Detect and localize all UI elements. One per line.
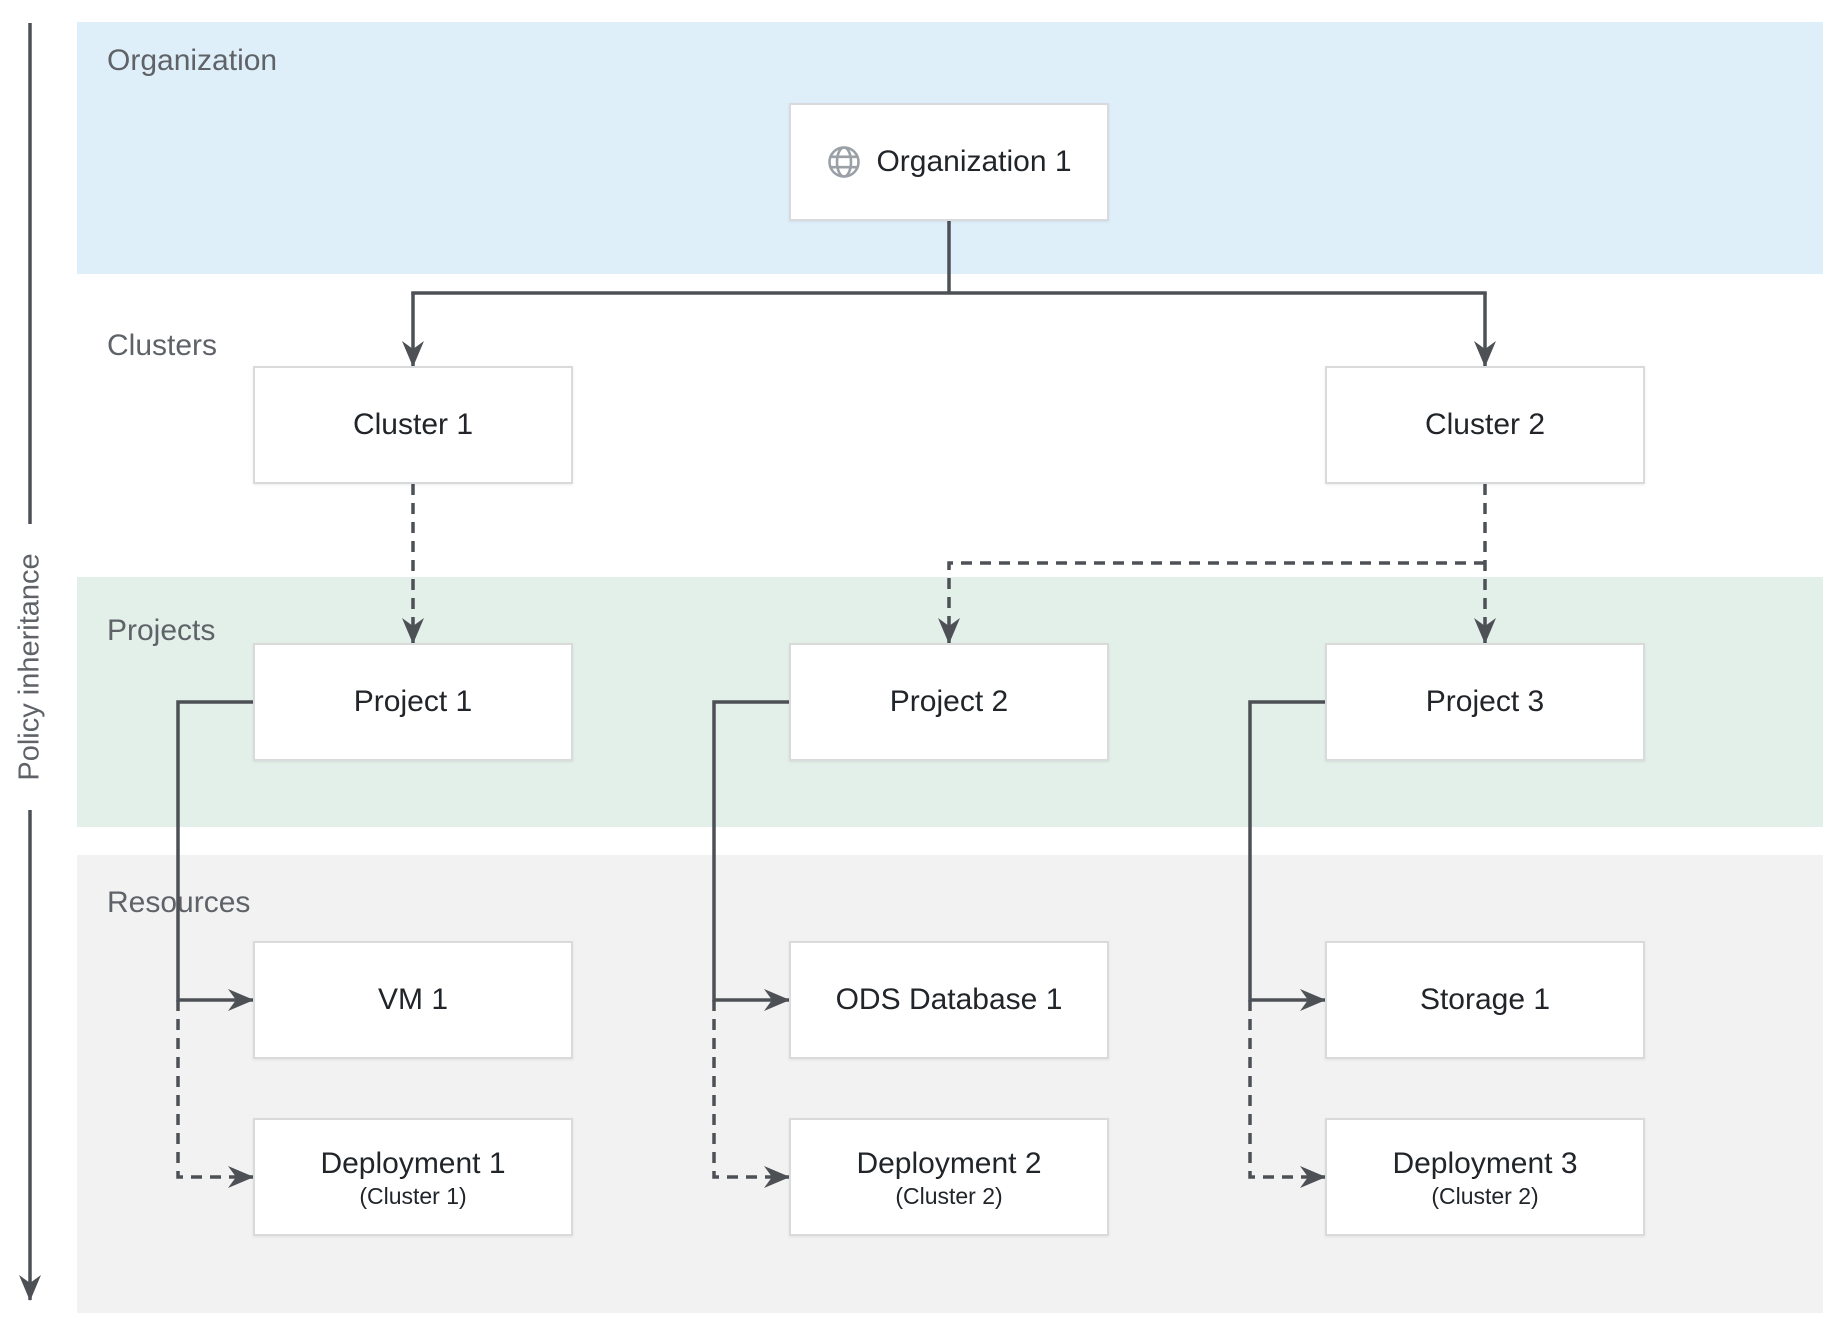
edge-cluster2-project2 xyxy=(938,561,1485,644)
node-deployment-3: Deployment 3 (Cluster 2) xyxy=(1325,1118,1645,1236)
organization-band-label: Organization xyxy=(107,44,278,77)
node-label: ODS Database 1 xyxy=(835,983,1063,1016)
node-cluster-2: Cluster 2 xyxy=(1325,366,1645,484)
edge-project2-ods1 xyxy=(712,700,790,1011)
edge-organization-to-clusters xyxy=(402,221,1496,367)
node-label: Cluster 1 xyxy=(352,408,474,441)
node-deployment-1: Deployment 1 (Cluster 1) xyxy=(253,1118,573,1236)
node-project-1: Project 1 xyxy=(253,643,573,761)
node-label: Cluster 2 xyxy=(1424,408,1546,441)
node-deployment-2: Deployment 2 (Cluster 2) xyxy=(789,1118,1109,1236)
edge-project2-deployment2 xyxy=(712,1000,790,1188)
clusters-band-label: Clusters xyxy=(107,329,218,362)
edge-project1-deployment1 xyxy=(176,1000,254,1188)
node-sublabel: (Cluster 2) xyxy=(895,1182,1003,1209)
globe-icon xyxy=(826,144,862,180)
node-vm-1: VM 1 xyxy=(253,941,573,1059)
edge-project3-storage1 xyxy=(1248,700,1326,1011)
node-project-2: Project 2 xyxy=(789,643,1109,761)
node-label: Organization 1 xyxy=(876,145,1072,178)
node-label: Deployment 3 xyxy=(1392,1146,1578,1180)
node-cluster-1: Cluster 1 xyxy=(253,366,573,484)
node-label: Deployment 1 xyxy=(320,1146,506,1180)
node-project-3: Project 3 xyxy=(1325,643,1645,761)
node-label: Deployment 2 xyxy=(856,1146,1042,1180)
node-sublabel: (Cluster 1) xyxy=(359,1182,467,1209)
projects-band-label: Projects xyxy=(107,614,216,647)
node-label: Project 3 xyxy=(1425,685,1545,718)
node-organization-1: Organization 1 xyxy=(789,103,1109,221)
edge-project1-vm1 xyxy=(176,700,254,1011)
edge-project3-deployment3 xyxy=(1248,1000,1326,1188)
node-label: Storage 1 xyxy=(1419,983,1551,1016)
node-sublabel: (Cluster 2) xyxy=(1431,1182,1539,1209)
node-storage-1: Storage 1 xyxy=(1325,941,1645,1059)
resources-band xyxy=(77,855,1823,1313)
node-label: Project 1 xyxy=(353,685,473,718)
node-label: VM 1 xyxy=(377,983,449,1016)
node-label: Project 2 xyxy=(889,685,1009,718)
node-ods-database-1: ODS Database 1 xyxy=(789,941,1109,1059)
policy-inheritance-label: Policy inheritance xyxy=(13,553,46,781)
